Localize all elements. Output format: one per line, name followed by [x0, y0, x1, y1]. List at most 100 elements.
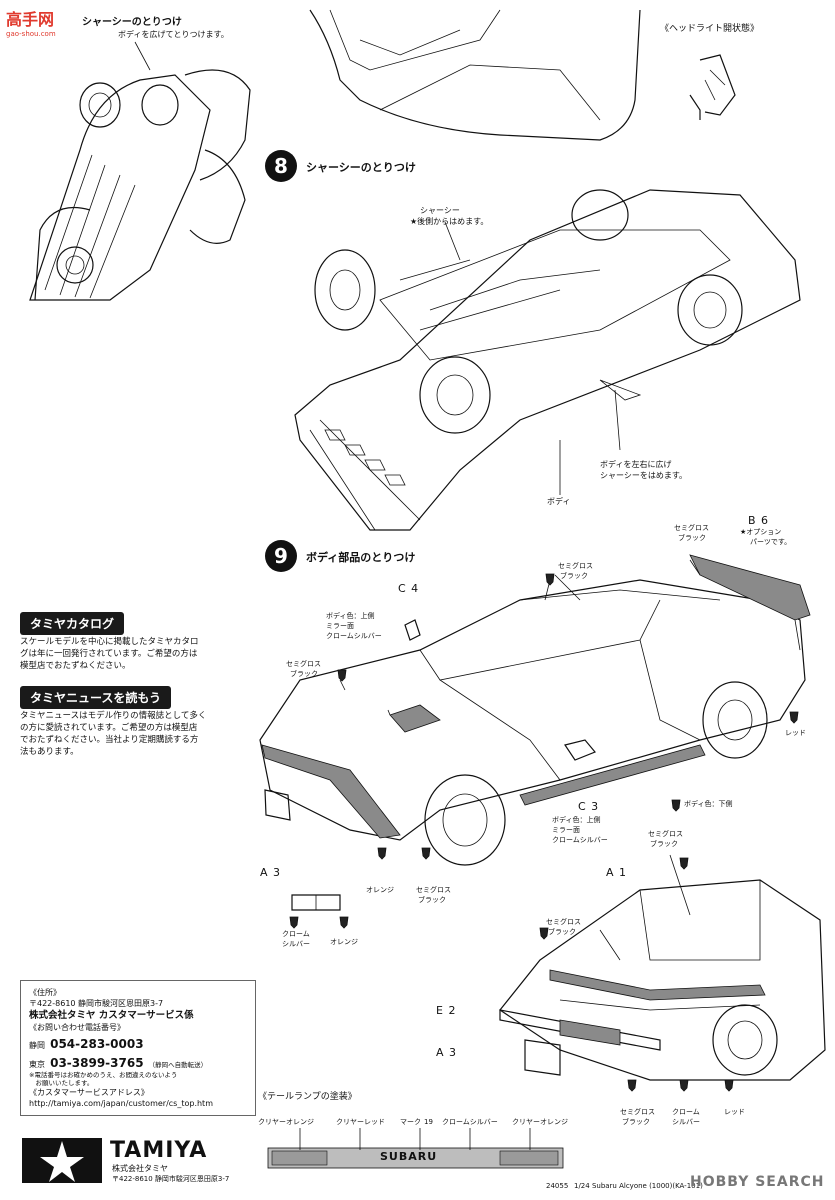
b6-paint-2: ブラック — [678, 534, 706, 542]
news-line: の方に愛読されています。ご希望の方は模型店 — [20, 723, 198, 733]
front-black-1: セミグロス — [416, 886, 451, 894]
footer-scale-model: 1/24 Subaru Alcyone (1000)(KA-101) — [574, 1182, 703, 1190]
tail-lamp-strip — [267, 1128, 564, 1169]
news-line: タミヤニュースはモデル作りの情報誌として多く — [20, 711, 207, 721]
rear-black-2: ブラック — [622, 1118, 650, 1126]
catalog-line: 模型店でおたずねください。 — [20, 661, 131, 671]
tokyo-note: （静岡へ自動転送） — [148, 1061, 208, 1069]
tail-lamp-label-2: クリヤーレッド — [336, 1118, 385, 1126]
footer-address: 〒422-8610 静岡市駿河区恩田原3-7 — [112, 1175, 230, 1183]
c3-line1: ボディ色：上側 — [552, 816, 601, 824]
c4-line3: クロームシルバー — [326, 632, 382, 640]
news-line: 法もあります。 — [20, 747, 79, 757]
c4-part-id: C 4 — [398, 582, 420, 595]
roof-paint-2: ブラック — [560, 572, 588, 580]
c3-part-id: C 3 — [578, 800, 600, 813]
tamiya-brand: TAMIYA — [110, 1138, 208, 1163]
step7-illustration — [29, 41, 251, 301]
catalog-line: スケールモデルを中心に掲載したタミヤカタロ — [20, 637, 199, 647]
phone-note-2: お願いいたします。 — [29, 1079, 94, 1087]
rear-roof-paint-2: ブラック — [650, 840, 678, 848]
step7-title: シャーシーのとりつけ — [82, 17, 182, 28]
tail-lamp-title: 《テールランプの塗装》 — [258, 1092, 357, 1102]
news-line: でおたずねください。当社より定期購読する方 — [20, 735, 199, 745]
address-text: 〒422-8610 静岡市駿河区恩田原3-7 — [29, 999, 164, 1008]
phone-note-1: ※電話番号はお確かめのうえ、お間違えのないよう — [29, 1071, 178, 1079]
a3-front-part-id: A 3 — [260, 866, 282, 879]
tail-lamp-label-4: 19 — [424, 1118, 433, 1126]
step9-title: ボディ部品のとりつけ — [306, 551, 416, 564]
tail-lamp-label-5: クロームシルバー — [442, 1118, 498, 1126]
a1-part-id: A 1 — [606, 866, 628, 879]
hobby-search-watermark: HOBBY SEARCH — [690, 1174, 825, 1190]
step8-number: 8 — [265, 150, 297, 182]
c4-line1: ボディ色：上側 — [326, 612, 375, 620]
tokyo-phone-row: 東京 03-3899-3765 （静岡へ自動転送） — [29, 1052, 247, 1071]
catalog-line: グは年に一回発行されています。ご希望の方は — [20, 649, 198, 659]
rear-chrome-2: シルバー — [672, 1118, 700, 1126]
step8-spread-note-1: ボディを左右に広げ — [600, 460, 672, 469]
headlight-label: 《ヘッドライト開状態》 — [660, 24, 760, 34]
body-lower-label: ボディ色：下側 — [684, 800, 733, 808]
wiper-paint-1: セミグロス — [546, 918, 581, 926]
b6-part-id: B 6 — [748, 514, 770, 527]
lamp-chrome-1: クローム — [282, 930, 310, 938]
c3-line3: クロームシルバー — [552, 836, 608, 844]
site-logo-brand: 高手网 — [6, 10, 55, 29]
step9-number: 9 — [265, 540, 297, 572]
tail-lamp-label-6: クリヤーオレンジ — [512, 1118, 568, 1126]
site-logo: 高手网 gao-shou.com — [6, 6, 56, 38]
step8-spread-note-2: シャーシーをはめます。 — [600, 471, 688, 480]
step9-rear-illustration — [499, 854, 826, 1081]
tail-lamp-label-3: マーク — [400, 1118, 421, 1126]
spoiler-red-label: レッド — [785, 729, 806, 737]
customer-service-box: 《住所》 〒422-8610 静岡市駿河区恩田原3-7 株式会社タミヤ カスタマ… — [20, 980, 256, 1116]
shizuoka-number: 054-283-0003 — [50, 1037, 144, 1051]
hood-paint-2: ブラック — [290, 670, 318, 678]
a3-rear-part-id: A 3 — [436, 1046, 458, 1059]
lamp-chrome-2: シルバー — [282, 940, 310, 948]
rear-chrome-1: クローム — [672, 1108, 700, 1116]
service-url[interactable]: http://tamiya.com/japan/customer/cs_top.… — [29, 1099, 213, 1108]
rear-red-label: レッド — [724, 1108, 745, 1116]
hood-paint-1: セミグロス — [286, 660, 321, 668]
step8-chassis-label: シャーシー — [420, 206, 460, 215]
phone-label: 《お問い合わせ電話番号》 — [29, 1023, 125, 1032]
tokyo-city: 東京 — [29, 1060, 45, 1069]
shizuoka-phone-row: 静岡 054-283-0003 — [29, 1033, 247, 1052]
headlight-illustration — [689, 54, 736, 120]
roof-paint-1: セミグロス — [558, 562, 593, 570]
service-address-label: 《カスタマーサービスアドレス》 — [29, 1088, 149, 1097]
b6-option-1: ★オプション — [740, 528, 782, 536]
footer-company: 株式会社タミヤ — [112, 1164, 168, 1173]
step7-note: ボディを広げてとりつけます。 — [118, 30, 229, 39]
shizuoka-city: 静岡 — [29, 1041, 45, 1050]
company-dept: 株式会社タミヤ カスタマーサービス係 — [29, 1010, 194, 1021]
step8-chassis-note: ★後側からはめます。 — [410, 217, 489, 226]
footer-code: 24055 — [546, 1182, 569, 1190]
step8-car-illustration — [294, 189, 801, 531]
lamp-orange-label: オレンジ — [330, 938, 358, 946]
catalog-text: スケールモデルを中心に掲載したタミヤカタロ グは年に一回発行されています。ご希望… — [20, 636, 199, 672]
step8-body-label: ボディ — [547, 497, 571, 506]
c3-line2: ミラー面 — [552, 826, 580, 834]
rear-black-1: セミグロス — [620, 1108, 655, 1116]
news-text: タミヤニュースはモデル作りの情報誌として多く の方に愛読されています。ご希望の方… — [20, 710, 206, 758]
tamiya-star-logo — [22, 1138, 102, 1183]
address-label: 《住所》 — [29, 988, 61, 997]
b6-paint-1: セミグロス — [674, 524, 709, 532]
e2-part-id: E 2 — [436, 1004, 457, 1017]
site-logo-url: gao-shou.com — [6, 30, 56, 38]
tail-lamp-plate: SUBARU — [380, 1150, 438, 1163]
c4-line2: ミラー面 — [326, 622, 354, 630]
tokyo-number: 03-3899-3765 — [50, 1056, 144, 1070]
front-orange-label: オレンジ — [366, 886, 394, 894]
front-black-2: ブラック — [418, 896, 446, 904]
rear-roof-paint-1: セミグロス — [648, 830, 683, 838]
tail-lamp-label-1: クリヤーオレンジ — [258, 1118, 314, 1126]
wiper-paint-2: ブラック — [548, 928, 576, 936]
news-title: タミヤニュースを読もう — [20, 686, 172, 709]
paint-markers — [289, 573, 799, 1092]
step9-car-illustration — [259, 554, 811, 911]
